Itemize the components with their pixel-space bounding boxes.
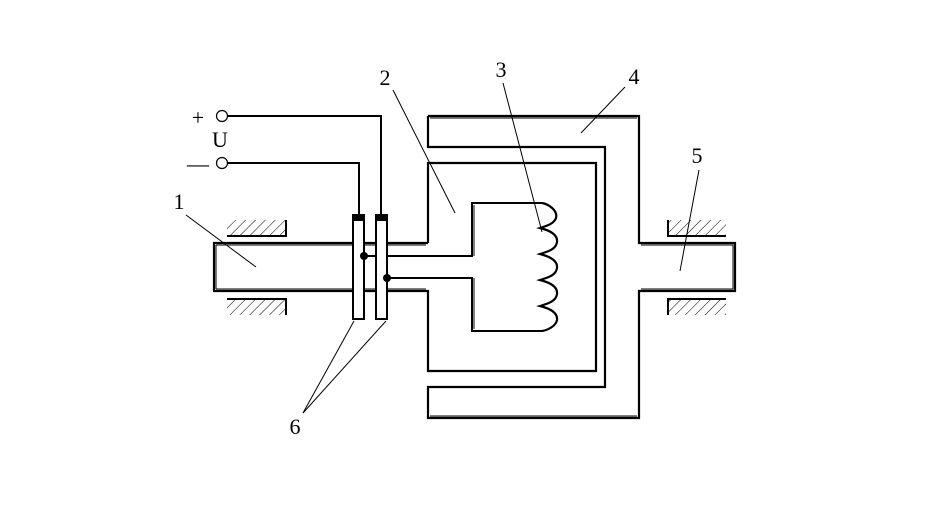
minus-sign: — — [186, 151, 210, 176]
callout-4: 4 — [629, 64, 640, 89]
callout-2: 2 — [380, 65, 391, 90]
callout-1: 1 — [174, 189, 185, 214]
plus-terminal — [215, 109, 229, 123]
callout-5: 5 — [692, 143, 703, 168]
minus-terminal — [215, 156, 229, 170]
leader-lines — [185, 82, 700, 414]
coil-winding — [536, 201, 559, 333]
outer-housing — [426, 114, 737, 420]
supply-leads — [215, 109, 382, 214]
plus-sign: + — [192, 105, 204, 130]
callout-6: 6 — [290, 414, 301, 439]
right-support — [667, 220, 726, 315]
core — [364, 202, 542, 332]
left-support — [227, 220, 287, 315]
inner-shaft-and-cup — [212, 161, 598, 373]
slip-rings — [352, 214, 391, 320]
voltage-label: U — [212, 127, 228, 152]
callout-3: 3 — [496, 57, 507, 82]
